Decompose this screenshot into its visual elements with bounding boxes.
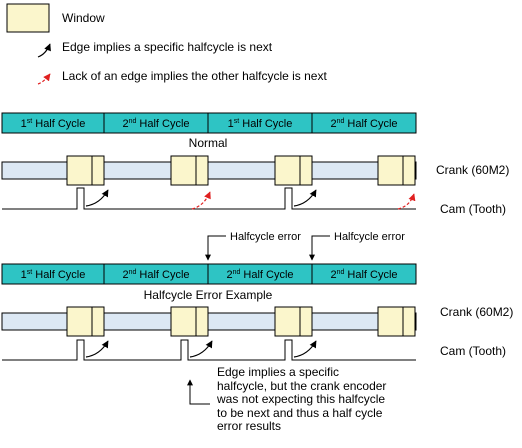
halfcycle-error-arrow-icon	[309, 235, 330, 261]
error-cam-waveform	[2, 339, 416, 361]
note-pointer-arrow-icon	[187, 379, 210, 405]
normal-cam-label: Cam (Tooth)	[440, 202, 506, 216]
normal-cycle-label: 2nd Half Cycle	[330, 118, 397, 130]
normal-windows	[66, 155, 416, 186]
error-cycle-label: 1st Half Cycle	[21, 269, 86, 281]
normal-cycle-label: 1st Half Cycle	[228, 118, 293, 130]
window-box	[274, 306, 313, 337]
legend-lack-arrow-icon	[37, 73, 51, 85]
window-box	[170, 306, 209, 337]
halfcycle-error-label-1: Halfcycle error	[230, 231, 301, 243]
legend-window-label: Window	[62, 11, 105, 25]
error-crank-bar	[1, 312, 417, 331]
error-windows	[66, 306, 416, 337]
error-cycle-label: 2nd Half Cycle	[122, 269, 189, 281]
normal-cycle-segment	[311, 112, 417, 134]
error-title: Halfcycle Error Example	[144, 288, 273, 302]
normal-crank-bar	[1, 161, 417, 180]
normal-cam-waveform	[2, 187, 416, 210]
window-box	[274, 155, 313, 186]
normal-edge-arrow-icon	[85, 189, 109, 207]
normal-edge-arrow-icon	[293, 189, 317, 207]
error-cycle-label: 2nd Half Cycle	[226, 269, 293, 281]
window-box	[377, 155, 416, 186]
error-edge-arrow-icon	[293, 340, 317, 358]
normal-crank-label: Crank (60M2)	[436, 163, 509, 177]
window-box	[377, 306, 416, 337]
normal-cycle-label: 2nd Half Cycle	[122, 118, 189, 130]
legend-lack-text: Lack of an edge implies the other halfcy…	[62, 69, 327, 83]
halfcycle-error-arrow-icon	[205, 235, 226, 261]
normal-lack-arrow-icon	[397, 193, 416, 210]
halfcycle-error-note: Edge implies a specific halfcycle, but t…	[217, 365, 387, 434]
error-cycle-segment	[311, 263, 417, 285]
window-box	[170, 155, 209, 186]
error-cycle-bar: 1st Half Cycle 2nd Half Cycle 2nd Half C…	[1, 263, 417, 285]
error-cam-label: Cam (Tooth)	[440, 344, 506, 358]
normal-cycle-bar: 1st Half Cycle 2nd Half Cycle 1st Half C…	[1, 112, 417, 134]
halfcycle-error-label-2: Halfcycle error	[334, 231, 405, 243]
error-cycle-label: 2nd Half Cycle	[330, 269, 397, 281]
legend-window-swatch	[6, 3, 50, 33]
error-crank-label: Crank (60M2)	[440, 305, 513, 319]
legend-edge-arrow-icon	[37, 43, 51, 58]
window-box	[66, 306, 105, 337]
error-edge-arrow-icon	[189, 340, 213, 358]
window-box	[66, 155, 105, 186]
normal-lack-arrow-icon	[191, 191, 211, 210]
normal-cycle-label: 1st Half Cycle	[21, 118, 86, 130]
error-edge-arrow-icon	[85, 340, 109, 358]
legend-edge-text: Edge implies a specific halfcycle is nex…	[62, 40, 273, 54]
normal-title: Normal	[189, 136, 228, 150]
